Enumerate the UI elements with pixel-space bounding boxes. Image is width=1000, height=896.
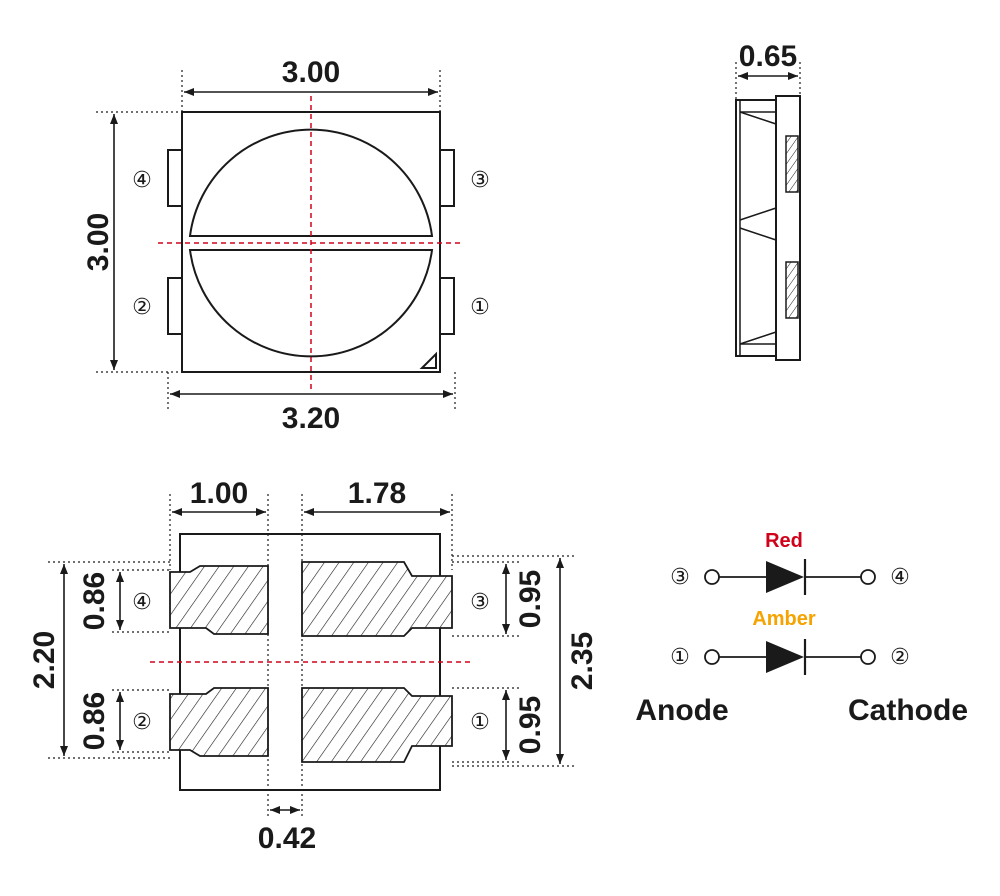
amber-diode-symbol (766, 641, 804, 673)
side-lead-top (785, 135, 799, 193)
pad-height-left-top-label: 0.86 (78, 572, 111, 630)
red-diode-symbol (766, 561, 804, 593)
side-body (735, 99, 776, 357)
side-lead-bottom (785, 261, 799, 319)
side-substrate (775, 95, 801, 361)
total-height-left-label: 2.20 (28, 631, 61, 689)
pin-label-1: ① (470, 295, 490, 320)
red-diode-label: Red (765, 530, 803, 552)
footprint-pad-1 (301, 687, 453, 763)
schematic-pin-4: ④ (890, 565, 910, 590)
width-dimension-label: 3.00 (282, 56, 340, 89)
thickness-dimension-label: 0.65 (739, 40, 797, 73)
amber-diode-label: Amber (752, 608, 816, 630)
height-dimension-label: 3.00 (82, 213, 115, 271)
lens-top-half (188, 128, 434, 237)
lead-tab-3 (439, 149, 455, 207)
gap-label: 0.42 (258, 822, 316, 855)
overall-width-dimension-label: 3.20 (282, 402, 340, 435)
pad-height-right-top-label: 0.95 (514, 570, 547, 628)
footprint-pad-3 (301, 561, 453, 637)
footprint-view: 1.00 1.78 0.42 2.20 0.86 0.86 0.95 0.95 … (28, 477, 599, 855)
pin-label-3: ③ (470, 168, 490, 193)
pin-label-2: ② (132, 295, 152, 320)
lead-tab-4 (167, 149, 183, 207)
footprint-pin-label-4: ④ (132, 590, 152, 615)
pin-label-4: ④ (132, 168, 152, 193)
footprint-pad-2 (169, 687, 269, 757)
footprint-pad-4 (169, 565, 269, 635)
pad-width-left-label: 1.00 (190, 477, 248, 510)
pad-width-right-label: 1.78 (348, 477, 406, 510)
top-view: 3.00 3.00 3.20 ④ ② ③ ① (82, 56, 490, 435)
schematic: Red Amber ③ ④ ① ② Anode Cathode (635, 530, 968, 727)
side-view: 0.65 (735, 40, 801, 361)
polarity-mark (419, 351, 437, 369)
package-body (181, 111, 441, 373)
footprint-pin-label-2: ② (132, 710, 152, 735)
footprint-pin-label-1: ① (470, 710, 490, 735)
lead-tab-2 (167, 277, 183, 335)
schematic-pin-1: ① (670, 645, 690, 670)
cathode-label: Cathode (848, 694, 968, 727)
footprint-pin-label-3: ③ (470, 590, 490, 615)
anode-label: Anode (635, 694, 728, 727)
pad-height-right-bottom-label: 0.95 (514, 696, 547, 754)
schematic-pin-2: ② (890, 645, 910, 670)
schematic-pin-3: ③ (670, 565, 690, 590)
lens-bottom-half (188, 249, 434, 358)
lead-tab-1 (439, 277, 455, 335)
pad-height-left-bottom-label: 0.86 (78, 692, 111, 750)
total-height-right-label: 2.35 (566, 632, 599, 690)
